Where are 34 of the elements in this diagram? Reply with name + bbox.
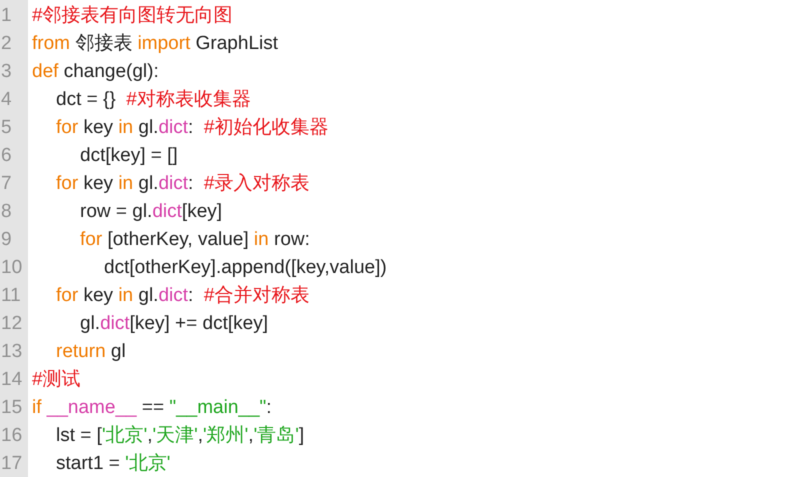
line-number: 17: [0, 452, 24, 476]
line-number: 14: [0, 368, 24, 392]
line-number: 16: [0, 424, 24, 448]
code-line: for key in gl.dict: #初始化收集器: [56, 116, 328, 140]
code-line: def change(gl):: [32, 60, 159, 84]
code-line: from 邻接表 import GraphList: [32, 32, 278, 56]
line-number: 13: [0, 340, 24, 364]
code-line: #测试: [32, 368, 81, 392]
line-number: 6: [0, 144, 13, 168]
line-number: 15: [0, 396, 24, 420]
code-line: gl.dict[key] += dct[key]: [80, 312, 268, 336]
code-line: if __name__ == "__main__":: [32, 396, 272, 420]
line-number: 8: [0, 200, 13, 224]
code-line: dct[otherKey].append([key,value]): [104, 256, 387, 280]
code-line: for key in gl.dict: #合并对称表: [56, 284, 310, 308]
line-number: 2: [0, 32, 13, 56]
line-number: 9: [0, 228, 13, 252]
line-number: 3: [0, 60, 13, 84]
line-number: 11: [0, 284, 22, 308]
line-number: 1: [0, 4, 13, 28]
line-number: 4: [0, 88, 13, 112]
code-line: row = gl.dict[key]: [80, 200, 222, 224]
line-number: 5: [0, 116, 13, 140]
code-line: start1 = '北京': [56, 452, 170, 476]
line-number: 10: [0, 256, 24, 280]
code-line: dct = {} #对称表收集器: [56, 88, 251, 112]
line-number: 7: [0, 172, 13, 196]
code-line: for [otherKey, value] in row:: [80, 228, 310, 252]
code-line: lst = ['北京','天津','郑州','青岛']: [56, 424, 304, 448]
code-line: for key in gl.dict: #录入对称表: [56, 172, 310, 196]
code-line: return gl: [56, 340, 126, 364]
code-line: dct[key] = []: [80, 144, 178, 168]
code-line: #邻接表有向图转无向图: [32, 4, 233, 28]
line-number: 12: [0, 312, 24, 336]
